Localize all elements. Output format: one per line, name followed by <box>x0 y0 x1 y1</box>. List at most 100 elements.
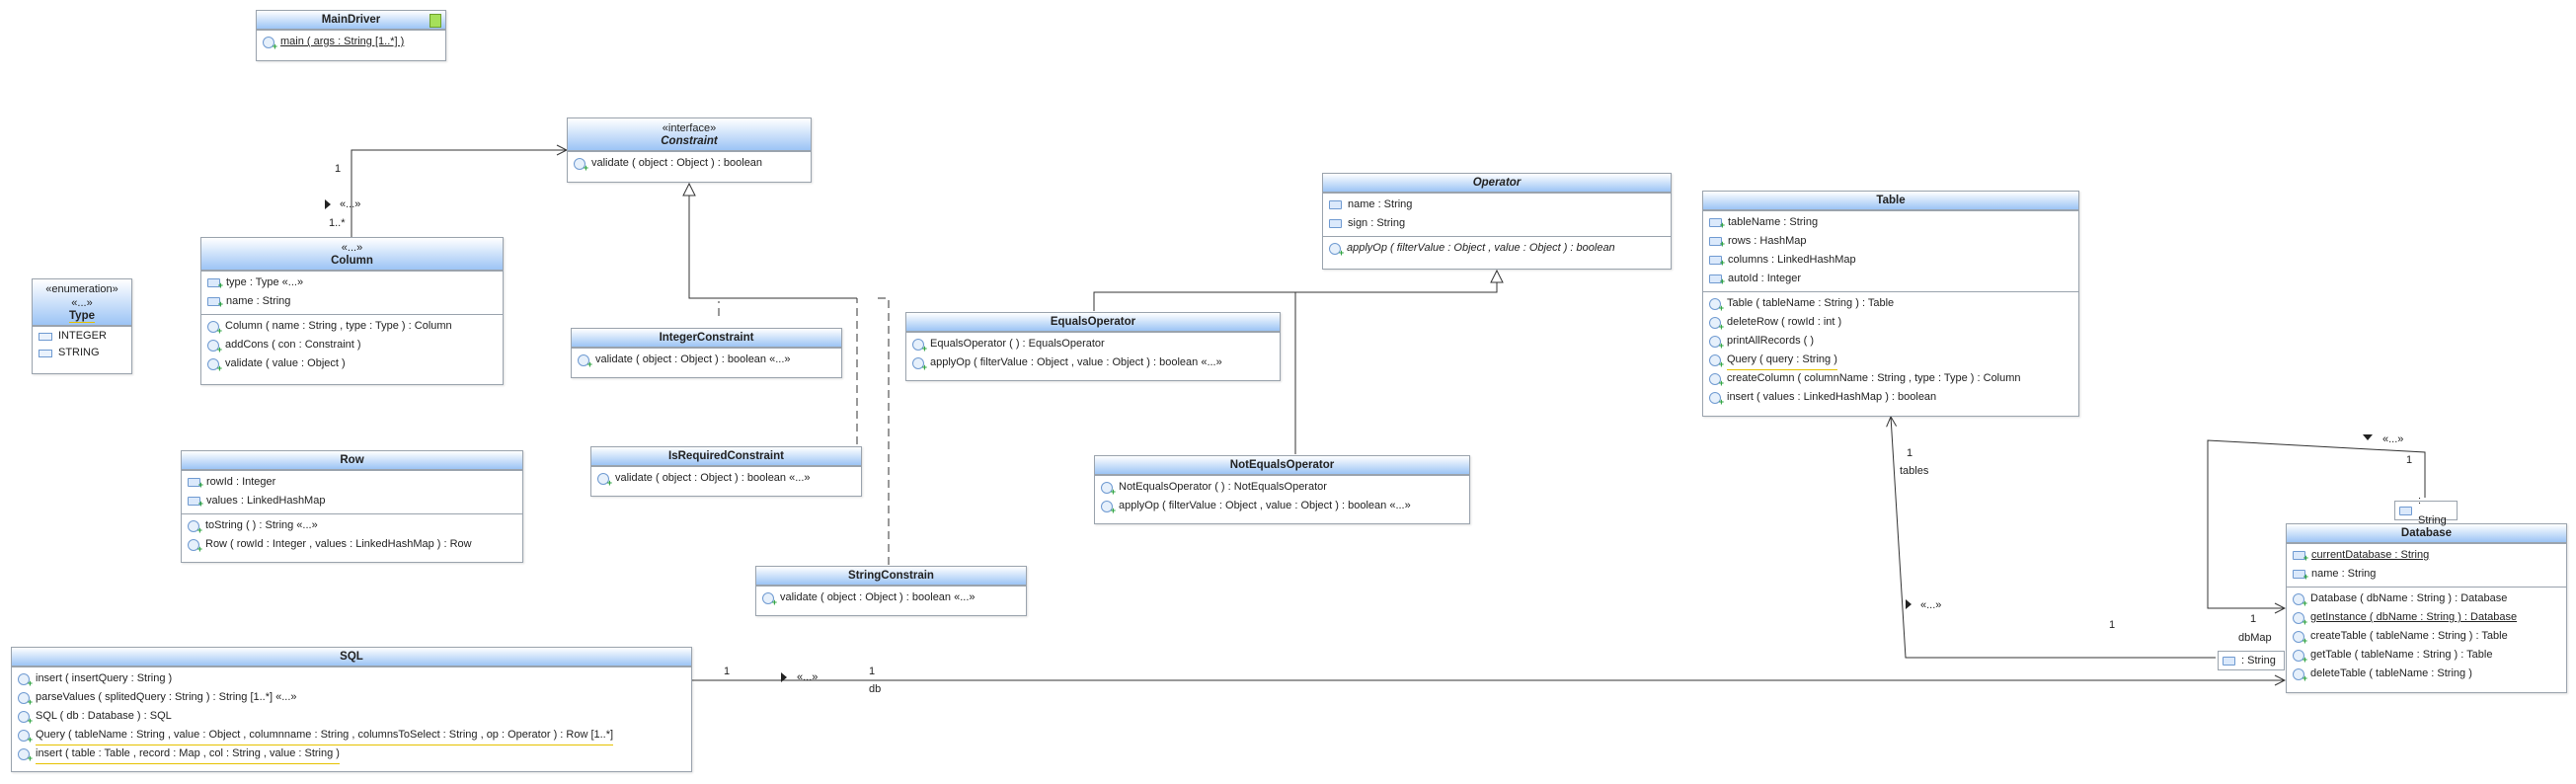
operations-section: +main ( args : String [1..*] ) <box>257 30 445 54</box>
class-header: Operator <box>1323 174 1671 193</box>
multiplicity-label: 1 <box>335 163 342 175</box>
attribute-icon: + <box>1709 237 1725 249</box>
operation-icon: + <box>1101 500 1116 514</box>
operation-icon: + <box>2293 611 2307 626</box>
operation: +Query ( query : String ) <box>1703 351 2078 370</box>
operation-icon: + <box>207 339 222 353</box>
attribute-icon <box>2399 506 2412 515</box>
operation-icon: + <box>1709 391 1724 406</box>
attributes-section: +rowId : Integer +values : LinkedHashMap <box>182 470 522 513</box>
operation: +deleteTable ( tableName : String ) <box>2287 665 2566 683</box>
attribute-icon: + <box>1709 274 1725 286</box>
operation-icon: + <box>188 519 202 534</box>
operation-icon: + <box>597 472 612 487</box>
maindriver-class[interactable]: MainDriver +main ( args : String [1..*] … <box>256 10 446 61</box>
stereotype-label: «...» <box>1920 599 1942 611</box>
class-name: Database <box>2400 527 2453 539</box>
isrequiredconstraint-class[interactable]: IsRequiredConstraint +validate ( object … <box>590 446 862 497</box>
column-class[interactable]: «...» Column +type : Type «...» +name : … <box>200 237 504 385</box>
attribute: +currentDatabase : String <box>2287 546 2566 565</box>
attribute-icon: + <box>188 497 203 509</box>
note-icon <box>429 14 441 28</box>
operation-icon: + <box>2293 592 2307 607</box>
attribute: sign : String <box>1323 214 1671 233</box>
operations-section: +NotEqualsOperator ( ) : NotEqualsOperat… <box>1095 475 1469 518</box>
attribute-icon <box>1329 219 1342 228</box>
stringconstrain-class[interactable]: StringConstrain +validate ( object : Obj… <box>755 566 1027 616</box>
class-name: Row <box>340 454 364 466</box>
operation: +validate ( object : Object ) : boolean … <box>756 588 1026 607</box>
notequalsoperator-class[interactable]: NotEqualsOperator +NotEqualsOperator ( )… <box>1094 455 1470 524</box>
multiplicity-label: 1 <box>1907 447 1913 459</box>
operation-icon: + <box>578 353 592 368</box>
qualifier-box[interactable]: : String <box>2394 495 2458 526</box>
database-self-association <box>2207 439 2426 608</box>
class-header: Database <box>2287 524 2566 543</box>
constraint-interface[interactable]: «interface» Constraint +validate ( objec… <box>567 118 812 183</box>
column-constraint-association <box>351 150 567 237</box>
operation-icon: + <box>188 538 202 553</box>
operation: +validate ( value : Object ) <box>201 354 503 373</box>
attribute: +values : LinkedHashMap <box>182 492 522 510</box>
class-header: IntegerConstraint <box>572 329 841 348</box>
type-enumeration[interactable]: «enumeration» «...» Type INTEGER STRING <box>32 278 132 374</box>
multiplicity-label: 1 <box>2250 613 2257 625</box>
operations-section: +applyOp ( filterValue : Object , value … <box>1323 236 1671 261</box>
operation-icon: + <box>762 591 777 606</box>
literal-icon <box>39 349 52 357</box>
equalsoperator-class[interactable]: EqualsOperator +EqualsOperator ( ) : Equ… <box>905 312 1281 381</box>
operation: +applyOp ( filterValue : Object , value … <box>906 353 1280 372</box>
operation-icon: + <box>574 157 588 172</box>
database-class[interactable]: Database +currentDatabase : String +name… <box>2286 523 2567 693</box>
attribute-icon: + <box>207 297 223 309</box>
stereotype: «...» <box>341 242 363 254</box>
operation: +EqualsOperator ( ) : EqualsOperator <box>906 335 1280 353</box>
role-label: db <box>869 683 882 695</box>
table-class[interactable]: Table +tableName : String +rows : HashMa… <box>1702 191 2079 417</box>
operation: +Query ( tableName : String , value : Ob… <box>12 726 691 745</box>
attribute: +tableName : String <box>1703 213 2078 232</box>
attribute: +name : String <box>201 292 503 311</box>
attribute: name : String <box>1323 196 1671 214</box>
operation-icon: + <box>18 691 33 706</box>
qualifier-box[interactable]: : String <box>2218 651 2285 670</box>
multiplicity-label: 1..* <box>329 217 346 229</box>
operations-section: +insert ( insertQuery : String ) +parseV… <box>12 666 691 766</box>
class-header: MainDriver <box>257 11 445 30</box>
class-header: IsRequiredConstraint <box>591 447 861 466</box>
operation: +applyOp ( filterValue : Object , value … <box>1323 239 1671 258</box>
class-name: Operator <box>1472 177 1522 189</box>
operation-icon: + <box>1709 335 1724 350</box>
operation-icon: + <box>18 747 33 762</box>
operation: +createTable ( tableName : String ) : Ta… <box>2287 627 2566 646</box>
row-class[interactable]: Row +rowId : Integer +values : LinkedHas… <box>181 450 523 563</box>
class-name: IsRequiredConstraint <box>668 450 784 462</box>
operation-icon: + <box>1709 353 1724 368</box>
sql-class[interactable]: SQL +insert ( insertQuery : String ) +pa… <box>11 647 692 772</box>
class-header: «enumeration» «...» Type <box>33 279 131 326</box>
operation-icon: + <box>263 36 277 50</box>
operation-icon: + <box>207 320 222 335</box>
class-header: Row <box>182 451 522 470</box>
operation: +Table ( tableName : String ) : Table <box>1703 294 2078 313</box>
operations-section: +Database ( dbName : String ) : Database… <box>2287 587 2566 686</box>
operation: +validate ( object : Object ) : boolean <box>568 154 811 173</box>
multiplicity-label: 1 <box>724 666 731 677</box>
class-name: StringConstrain <box>848 570 934 582</box>
operation-icon: + <box>2293 649 2307 664</box>
stereotype-label: «...» <box>340 198 361 210</box>
multiplicity-label: 1 <box>2406 454 2413 466</box>
attribute-icon <box>2223 656 2235 666</box>
operator-class[interactable]: Operator name : String sign : String +ap… <box>1322 173 1672 270</box>
integerconstraint-class[interactable]: IntegerConstraint +validate ( object : O… <box>571 328 842 378</box>
direction-triangle <box>1906 599 1912 609</box>
operation-icon: + <box>912 338 927 353</box>
attribute-icon: + <box>2293 570 2308 582</box>
operation: +NotEqualsOperator ( ) : NotEqualsOperat… <box>1095 478 1469 497</box>
operation: +Row ( rowId : Integer , values : Linked… <box>182 535 522 554</box>
attribute: +columns : LinkedHashMap <box>1703 251 2078 270</box>
operation-icon: + <box>1709 316 1724 331</box>
operation: +Database ( dbName : String ) : Database <box>2287 589 2566 608</box>
direction-triangle <box>325 199 331 209</box>
attributes-section: +currentDatabase : String +name : String <box>2287 543 2566 587</box>
